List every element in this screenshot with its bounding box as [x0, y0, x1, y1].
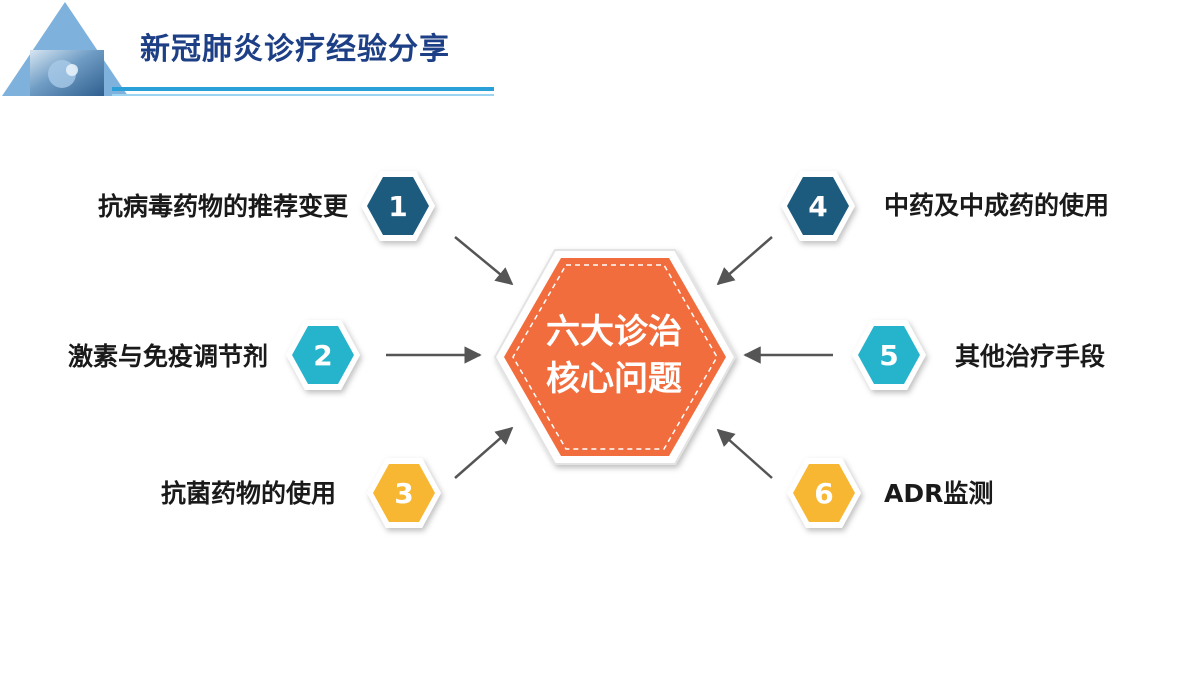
arrow-1 — [454, 236, 514, 286]
center-text-line1: 六大诊治 — [546, 312, 682, 352]
title-underline-thin — [112, 94, 494, 96]
arrow-3 — [454, 426, 514, 479]
number-hexagon-5 — [852, 320, 926, 390]
arrow-6 — [716, 428, 773, 479]
center-text-line2: 核心问题 — [546, 359, 682, 399]
number-hexagon-2 — [286, 320, 360, 390]
number-3: 3 — [394, 477, 413, 510]
item-label-2: 激素与免疫调节剂 — [67, 342, 268, 371]
header-logo-triangle — [2, 2, 128, 96]
center-hexagon — [493, 249, 737, 465]
number-6: 6 — [814, 477, 833, 510]
number-2: 2 — [313, 339, 332, 372]
item-label-3: 抗菌药物的使用 — [160, 479, 336, 508]
number-4: 4 — [808, 190, 827, 223]
arrow-4 — [716, 236, 773, 286]
page-title: 新冠肺炎诊疗经验分享 — [140, 32, 450, 67]
item-label-1: 抗病毒药物的推荐变更 — [97, 192, 348, 221]
number-5: 5 — [879, 339, 898, 372]
item-label-5: 其他治疗手段 — [955, 342, 1106, 371]
number-hexagon-6 — [787, 458, 861, 528]
number-hexagon-4 — [781, 171, 855, 241]
number-1: 1 — [388, 190, 407, 223]
title-underline — [112, 87, 494, 91]
item-label-6: ADR监测 — [884, 479, 994, 508]
number-hexagon-1 — [361, 171, 435, 241]
item-label-4: 中药及中成药的使用 — [884, 191, 1110, 220]
number-hexagon-3 — [367, 458, 441, 528]
